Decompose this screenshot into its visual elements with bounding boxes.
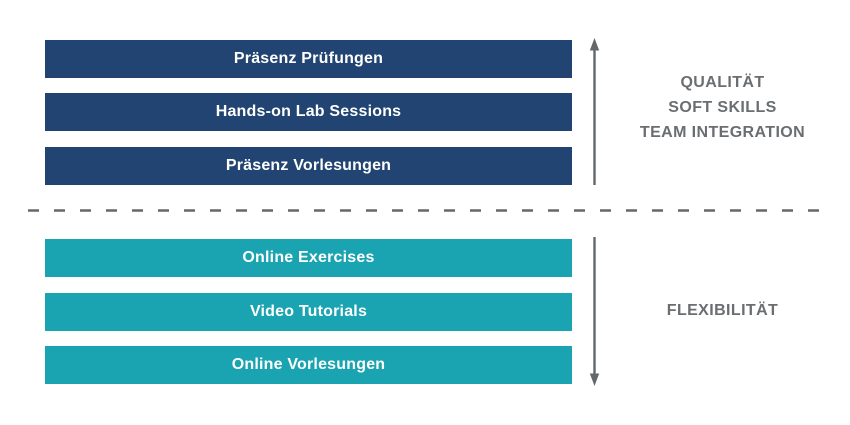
- bar-label-praesenz-pruefungen: Präsenz Prüfungen: [233, 50, 384, 67]
- flexibility-side-label: FLEXIBILITÄT: [666, 302, 779, 319]
- down-arrow-icon: [589, 237, 600, 386]
- bar-online-vorlesungen: Online Vorlesungen: [45, 346, 572, 384]
- quality-side-label: QUALITÄT SOFT SKILLS TEAM INTEGRATION: [620, 70, 825, 145]
- quality-line-1: QUALITÄT: [680, 74, 765, 91]
- bar-video-tutorials: Video Tutorials: [45, 293, 572, 331]
- bar-label-praesenz-vorlesungen: Präsenz Vorlesungen: [225, 157, 392, 174]
- bar-label-hands-on-lab-sessions: Hands-on Lab Sessions: [215, 103, 402, 120]
- quality-line-3: TEAM INTEGRATION: [639, 124, 806, 141]
- bar-hands-on-lab-sessions: Hands-on Lab Sessions: [45, 93, 572, 131]
- bar-praesenz-pruefungen: Präsenz Prüfungen: [45, 40, 572, 78]
- bar-label-online-vorlesungen: Online Vorlesungen: [231, 356, 386, 373]
- bar-online-exercises: Online Exercises: [45, 239, 572, 277]
- bar-praesenz-vorlesungen: Präsenz Vorlesungen: [45, 147, 572, 185]
- up-arrow-icon: [589, 38, 600, 185]
- bar-label-online-exercises: Online Exercises: [242, 249, 375, 266]
- quality-line-2: SOFT SKILLS: [668, 99, 777, 116]
- bar-label-video-tutorials: Video Tutorials: [249, 303, 368, 320]
